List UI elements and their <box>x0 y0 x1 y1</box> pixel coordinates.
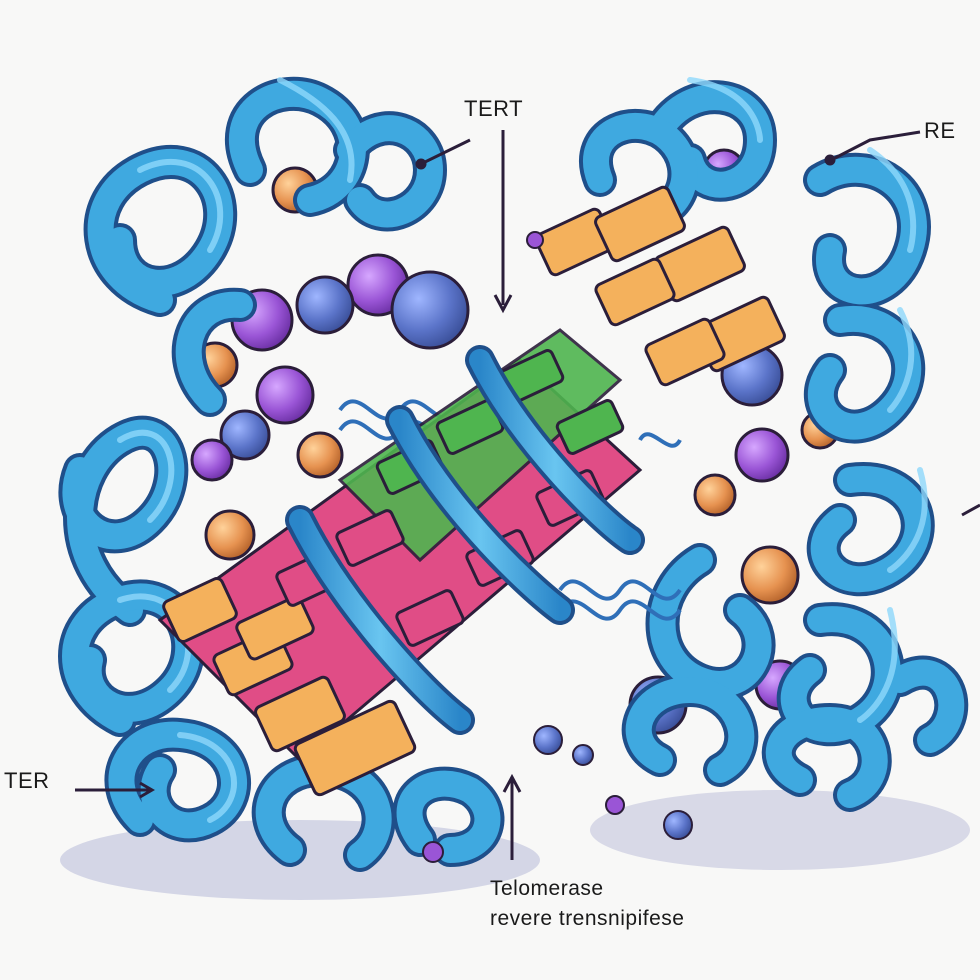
res-label: RE <box>924 118 956 143</box>
nucleotide-block-icon <box>594 257 676 327</box>
molecule-sphere-icon <box>390 270 470 350</box>
left-protein-coil-icon <box>58 76 505 872</box>
molecule-sphere-icon <box>296 431 344 479</box>
nucleotide-block-icon <box>395 589 465 647</box>
nucleotide-block-icon <box>644 317 726 387</box>
molecule-sphere-icon <box>255 365 315 425</box>
caption-line-1: Telomerase <box>490 877 604 900</box>
molecule-sphere-icon <box>190 438 234 482</box>
caption-line-2: revere trensnipifese <box>490 907 685 930</box>
nucleotide-block-row <box>162 185 786 797</box>
molecule-sphere-icon <box>740 545 800 605</box>
left-molecule-cluster <box>190 166 470 561</box>
molecule-sphere-icon <box>693 473 737 517</box>
tert-label: TERT <box>464 96 524 121</box>
central-telomere-barrel <box>157 185 786 797</box>
leader-lines <box>75 130 980 860</box>
nucleotide-block-icon <box>293 699 417 797</box>
nucleotide-block-icon <box>555 399 625 455</box>
barrel-bands <box>285 345 645 735</box>
nucleotide-block-icon <box>335 509 405 567</box>
nucleotide-block-icon <box>594 185 686 263</box>
nucleotide-block-icon <box>162 577 238 643</box>
molecule-sphere-icon <box>734 427 790 483</box>
caption: Telomerase revere trensnipifese <box>490 874 684 934</box>
nucleotide-block-icon <box>254 675 346 753</box>
ter-label: TER <box>4 768 50 793</box>
molecule-sphere-icon <box>295 275 355 335</box>
nucleotide-block-icon <box>235 595 315 661</box>
loose-particles <box>422 231 693 863</box>
ground-shadow-right <box>590 790 970 870</box>
molecule-sphere-icon <box>204 509 256 561</box>
molecule-sphere-icon <box>219 409 271 461</box>
